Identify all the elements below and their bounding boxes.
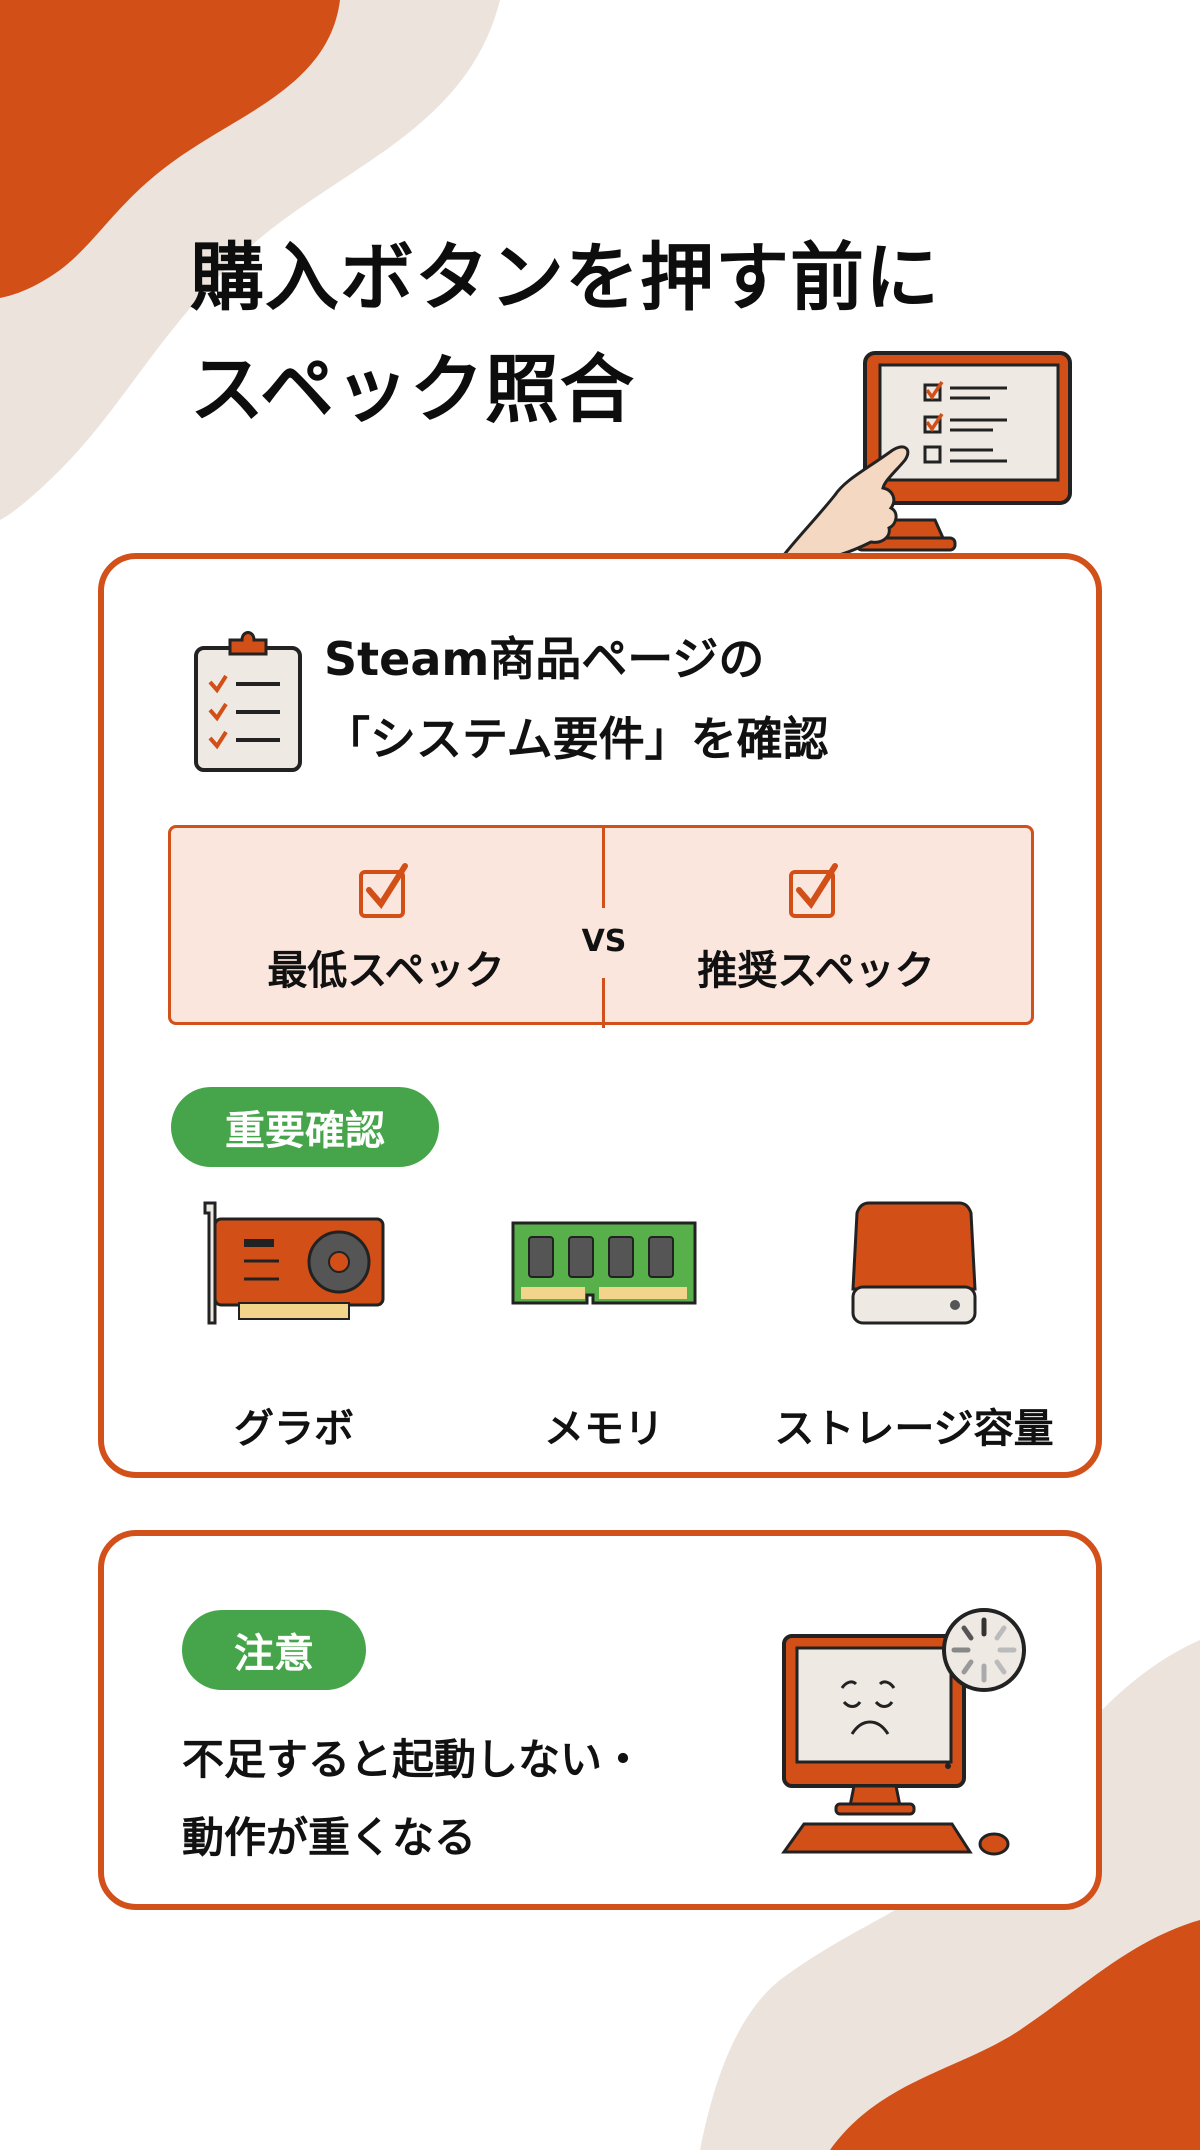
component-label: メモリ [544,1406,664,1452]
system-requirements-card: Steam商品ページの 「システム要件」を確認 最低スペック 推奨スペック VS… [98,553,1102,1478]
recommended-spec-column: 推奨スペック [601,828,1031,1022]
caution-text-line-2: 動作が重くなる [182,1813,477,1862]
checkbox-checked-icon [359,863,408,918]
minimum-spec-column: 最低スペック [171,828,601,1022]
clipboard-checklist-icon [194,631,302,772]
title-line-2: スペック照合 [190,347,635,433]
vs-label: VS [581,924,627,959]
minimum-spec-label: 最低スペック [267,948,505,994]
component-memory: メモリ [454,1199,754,1452]
sad-computer-loading-icon [781,1608,1026,1856]
checkbox-checked-icon [789,863,838,918]
recommended-spec-label: 推奨スペック [697,948,935,994]
page-title: 購入ボタンを押す前に スペック照合 [190,222,940,446]
spec-comparison: 最低スペック 推奨スペック VS [168,825,1034,1028]
storage-drive-icon [851,1201,977,1325]
caution-text-line-1: 不足すると起動しない・ [182,1735,645,1784]
graphics-card-icon [203,1201,385,1325]
monitor-checklist-pointing-hand-icon [778,351,1072,560]
component-graphics-card: グラボ [144,1199,444,1452]
caution-text: 不足すると起動しない・ 動作が重くなる [182,1721,644,1877]
divider [602,828,605,908]
requirements-heading-line-1: Steam商品ページの [324,632,765,686]
caution-badge: 注意 [182,1610,366,1690]
requirements-heading: Steam商品ページの 「システム要件」を確認 [324,619,829,779]
caution-card: 注意 不足すると起動しない・ 動作が重くなる [98,1530,1102,1910]
important-check-badge: 重要確認 [171,1087,439,1167]
component-storage: ストレージ容量 [764,1199,1064,1452]
title-line-1: 購入ボタンを押す前に [190,235,940,321]
divider [602,978,605,1028]
component-label: ストレージ容量 [774,1406,1054,1452]
memory-module-icon [511,1221,697,1305]
component-label: グラボ [234,1406,354,1452]
component-list: グラボ メモリ ストレージ容量 [144,1199,1064,1452]
requirements-heading-line-2: 「システム要件」を確認 [324,712,829,766]
